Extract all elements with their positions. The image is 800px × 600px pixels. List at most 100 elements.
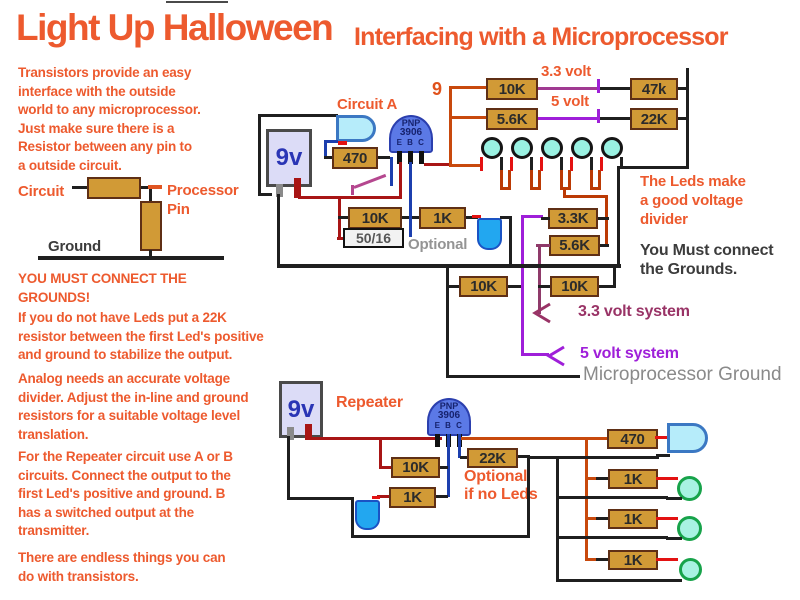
resistor-label: 1K	[623, 470, 643, 488]
ground-rail	[277, 264, 621, 268]
wire-5v-system	[521, 215, 524, 356]
wire	[666, 537, 682, 540]
wire	[480, 157, 483, 171]
wire	[399, 162, 402, 199]
wire	[458, 434, 461, 458]
wire	[500, 187, 511, 190]
resistor-label: 1K	[623, 510, 643, 528]
wire	[472, 215, 481, 218]
wire	[655, 436, 669, 439]
resistor-10k-b: 10K	[391, 457, 440, 478]
wire	[563, 188, 566, 197]
led	[677, 516, 702, 541]
intro-paragraph: Transistors provide an easy interface wi…	[18, 65, 201, 173]
resistor-470-array: 470	[607, 429, 658, 449]
label-3v3: 3.3 volt	[541, 63, 592, 80]
wire	[588, 477, 598, 480]
wire	[372, 496, 380, 499]
wire	[324, 140, 338, 143]
led	[511, 137, 533, 159]
led	[679, 558, 702, 581]
resistor-470: 470	[332, 147, 378, 169]
wire	[379, 440, 382, 468]
wire	[597, 79, 600, 93]
led-bulb	[336, 115, 376, 142]
resistor-22k-top: 22K	[630, 108, 678, 130]
circuit-a-label: Circuit A	[337, 96, 398, 113]
wire	[590, 157, 593, 171]
transistor-pins-label: E B C	[434, 421, 464, 430]
resistor-label: 5.6K	[559, 237, 590, 254]
wire	[141, 186, 149, 189]
resistor-label: 22K	[479, 449, 506, 467]
wire	[518, 455, 530, 458]
chevron-5v-icon	[546, 345, 565, 367]
note-leds: The Leds make a good voltage divider	[640, 173, 746, 228]
wire	[452, 164, 482, 167]
wire-repeater-output	[461, 437, 611, 440]
wire	[538, 170, 541, 190]
resistor-label: 3.3K	[557, 210, 589, 227]
resistor-10k-a: 10K	[348, 207, 402, 229]
resistor-1k-a: 1K	[419, 207, 466, 229]
battery-neg-terminal	[287, 427, 294, 440]
wire	[558, 579, 668, 582]
resistor-label: 1K	[403, 489, 422, 506]
resistor-label: 10K	[361, 209, 389, 227]
resistor-label: 10K	[561, 278, 588, 295]
wire	[530, 157, 533, 171]
wire	[666, 497, 682, 500]
wire	[678, 117, 688, 120]
label-5v: 5 volt	[551, 93, 589, 110]
resistor-47k: 47k	[630, 78, 678, 100]
resistor-5k6-top: 5.6K	[486, 108, 538, 130]
wire	[424, 163, 452, 166]
wire	[149, 189, 152, 202]
transistor-pnp3906-b: PNP 3906 E B C	[427, 398, 471, 436]
label-5v-system: 5 volt system	[580, 345, 679, 362]
mini-ground-label: Ground	[48, 238, 101, 255]
transistor-leg-c	[419, 151, 424, 164]
wire	[298, 196, 402, 199]
note-grounds: You Must connect the Grounds.	[640, 242, 774, 278]
resistor-10k-mid-right: 10K	[550, 276, 599, 297]
wire	[605, 195, 608, 247]
resistor-label: 22K	[640, 110, 668, 128]
wire	[558, 536, 668, 539]
wire	[447, 434, 450, 497]
wire	[678, 87, 688, 90]
wire	[556, 456, 559, 582]
page-subtitle: Interfacing with a Microprocessor	[354, 23, 728, 51]
repeater-label: Repeater	[336, 394, 403, 411]
wire	[500, 157, 503, 171]
wire	[599, 285, 615, 288]
wire-3v3	[538, 87, 598, 90]
wire	[449, 86, 452, 167]
resistor-label: 10K	[470, 278, 497, 295]
wire	[596, 558, 608, 561]
wire	[530, 170, 533, 190]
resistor-label: 10K	[498, 80, 526, 98]
wire	[436, 495, 448, 498]
resistor-label: 1K	[623, 551, 643, 569]
wire	[600, 87, 630, 90]
wire	[166, 1, 228, 3]
switch	[353, 173, 387, 189]
resistor-label: 10K	[402, 459, 429, 476]
wire	[377, 495, 389, 498]
wire	[149, 250, 152, 259]
wire	[337, 237, 345, 240]
wire	[508, 285, 521, 288]
transistor-pins-label: E B C	[396, 138, 426, 147]
wire	[500, 170, 503, 190]
wire	[258, 114, 338, 117]
resistor-to-ground	[140, 201, 162, 251]
wire	[446, 285, 459, 288]
capacitor-b	[355, 500, 380, 530]
wire	[510, 157, 513, 171]
wire	[446, 266, 449, 378]
wire	[351, 499, 354, 538]
para-analog: Analog needs an accurate voltage divider…	[18, 371, 249, 442]
wire	[536, 244, 550, 247]
chevron-3v3-icon	[532, 302, 551, 324]
